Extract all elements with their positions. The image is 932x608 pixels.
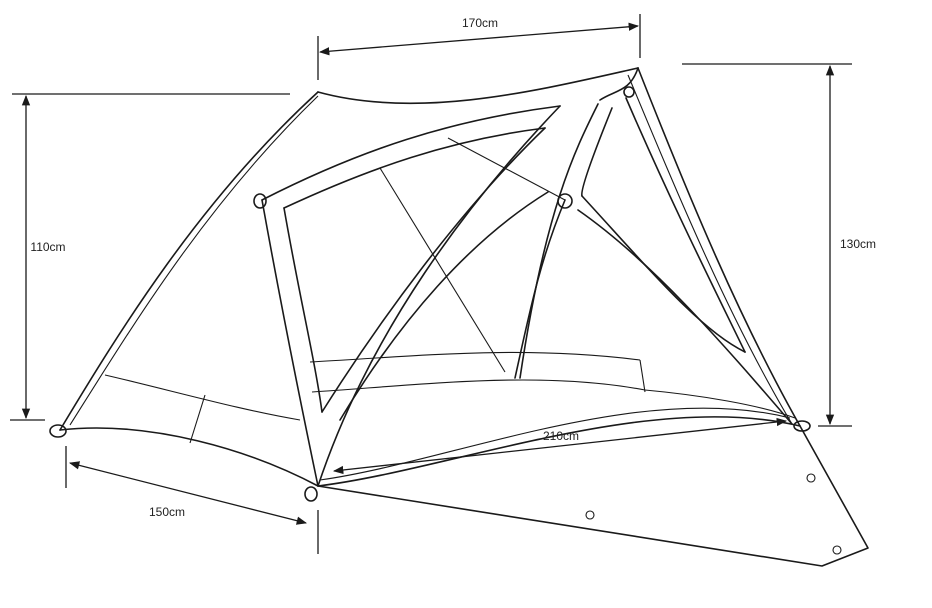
dimension-left-height: 110cm	[10, 93, 290, 421]
dimension-right-height: 130cm	[682, 63, 876, 427]
tent-body	[59, 67, 801, 487]
label-top-width: 170cm	[462, 16, 498, 30]
label-left-height: 110cm	[30, 240, 65, 254]
dimension-floor-length: 210cm	[332, 417, 788, 475]
label-floor-length: 210cm	[543, 429, 579, 443]
dimension-top-width: 170cm	[317, 14, 641, 80]
label-right-height: 130cm	[840, 237, 876, 251]
ground-sheet	[317, 425, 869, 567]
rear-arch-pole	[339, 67, 793, 425]
front-arch-pole	[261, 105, 561, 487]
dimension-front-width: 150cm	[65, 446, 319, 554]
label-front-width: 150cm	[149, 505, 185, 519]
